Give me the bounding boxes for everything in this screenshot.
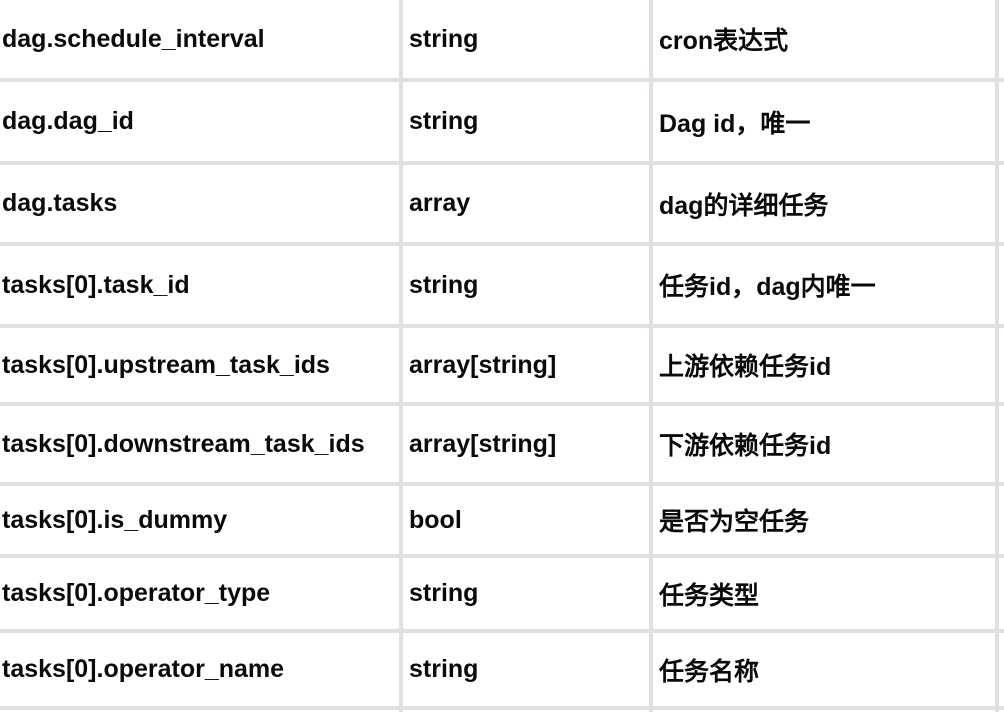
- table-row: dag.tasks array dag的详细任务: [0, 165, 1004, 246]
- table-cell-field[interactable]: tasks[0].downstream_task_ids: [0, 406, 403, 482]
- table-cell-description[interactable]: cron表达式: [653, 0, 999, 78]
- table-row: tasks[0].is_dummy bool 是否为空任务: [0, 486, 1004, 558]
- table-cell-type[interactable]: bool: [403, 486, 653, 554]
- table-cell-description[interactable]: 上游依赖任务id: [653, 328, 999, 402]
- table-cell-type[interactable]: array[string]: [403, 328, 653, 402]
- table-cell-description[interactable]: Dag id，唯一: [653, 82, 999, 161]
- table-cell-type[interactable]: array: [403, 165, 653, 242]
- table-row: tasks[0].operator_name string 任务名称: [0, 633, 1004, 710]
- cell-text-type: bool: [409, 505, 462, 534]
- cell-text-field: tasks[0].operator_name: [2, 655, 285, 683]
- cell-text-description: 任务类型: [659, 581, 760, 610]
- cell-text-field: dag.tasks: [2, 189, 118, 217]
- table-cell-description[interactable]: dag的详细任务: [653, 165, 999, 242]
- table-cell-field: [0, 710, 403, 712]
- cell-text-description: Dag id，唯一: [659, 109, 811, 138]
- table-row-partial: [0, 710, 1004, 712]
- table-cell-description[interactable]: 下游依赖任务id: [653, 406, 999, 482]
- table-row: tasks[0].operator_type string 任务类型: [0, 558, 1004, 633]
- table-row: dag.dag_id string Dag id，唯一: [0, 82, 1004, 165]
- cell-text-type: string: [409, 270, 479, 299]
- cell-text-description: dag的详细任务: [659, 191, 829, 220]
- table-cell-description[interactable]: 任务id，dag内唯一: [653, 246, 999, 324]
- table-cell-type[interactable]: string: [403, 246, 653, 324]
- table-cell-field[interactable]: tasks[0].upstream_task_ids: [0, 328, 403, 402]
- table-cell-overflow: [999, 328, 1004, 402]
- table-cell-description: [653, 710, 999, 712]
- cell-text-type: string: [409, 579, 479, 607]
- cell-text-field: tasks[0].downstream_task_ids: [2, 429, 365, 458]
- cell-text-description: cron表达式: [659, 27, 789, 55]
- table-cell-overflow: [999, 246, 1004, 324]
- table-cell-type[interactable]: string: [403, 558, 653, 629]
- table-row: dag.schedule_interval string cron表达式: [0, 0, 1004, 82]
- cell-text-description: 任务名称: [659, 657, 760, 686]
- table-cell-type[interactable]: string: [403, 633, 653, 706]
- table-cell-description[interactable]: 任务类型: [653, 558, 999, 629]
- table-cell-overflow: [999, 486, 1004, 554]
- table-cell-field[interactable]: tasks[0].operator_type: [0, 558, 403, 629]
- table-cell-field[interactable]: tasks[0].operator_name: [0, 633, 403, 706]
- cell-text-type: string: [409, 107, 479, 135]
- cell-text-description: 上游依赖任务id: [659, 353, 832, 381]
- table-cell-type[interactable]: string: [403, 0, 653, 78]
- cell-text-type: array[string]: [409, 350, 557, 379]
- table-cell-overflow: [999, 558, 1004, 629]
- table-cell-field[interactable]: dag.schedule_interval: [0, 0, 403, 78]
- cell-text-description: 下游依赖任务id: [659, 432, 832, 460]
- cell-text-field: tasks[0].operator_type: [2, 579, 271, 607]
- table-cell-description[interactable]: 任务名称: [653, 633, 999, 706]
- cell-text-description: 是否为空任务: [659, 508, 810, 536]
- cell-text-field: dag.dag_id: [2, 107, 134, 135]
- table-cell-type: [403, 710, 653, 712]
- cell-text-type: string: [409, 655, 479, 683]
- table-cell-overflow: [999, 633, 1004, 706]
- cell-text-field: tasks[0].is_dummy: [2, 505, 228, 534]
- table-cell-field[interactable]: tasks[0].is_dummy: [0, 486, 403, 554]
- cell-text-type: array: [409, 189, 471, 217]
- table-cell-overflow: [999, 0, 1004, 78]
- cell-text-type: string: [409, 24, 479, 53]
- table-cell-field[interactable]: dag.tasks: [0, 165, 403, 242]
- table-cell-overflow: [999, 165, 1004, 242]
- table-cell-field[interactable]: dag.dag_id: [0, 82, 403, 161]
- table-row: tasks[0].upstream_task_ids array[string] 上…: [0, 328, 1004, 406]
- table-cell-description[interactable]: 是否为空任务: [653, 486, 999, 554]
- cell-text-field: dag.schedule_interval: [2, 24, 265, 53]
- table-cell-field[interactable]: tasks[0].task_id: [0, 246, 403, 324]
- cell-text-type: array[string]: [409, 429, 557, 458]
- table-cell-overflow: [999, 82, 1004, 161]
- table-cell-type[interactable]: array[string]: [403, 406, 653, 482]
- table-cell-type[interactable]: string: [403, 82, 653, 161]
- table-row: tasks[0].task_id string 任务id，dag内唯一: [0, 246, 1004, 328]
- cell-text-description: 任务id，dag内唯一: [659, 273, 876, 301]
- cell-text-field: tasks[0].task_id: [2, 270, 190, 299]
- table-row: tasks[0].downstream_task_ids array[string…: [0, 406, 1004, 486]
- table-cell-overflow: [999, 406, 1004, 482]
- cell-text-field: tasks[0].upstream_task_ids: [2, 350, 330, 379]
